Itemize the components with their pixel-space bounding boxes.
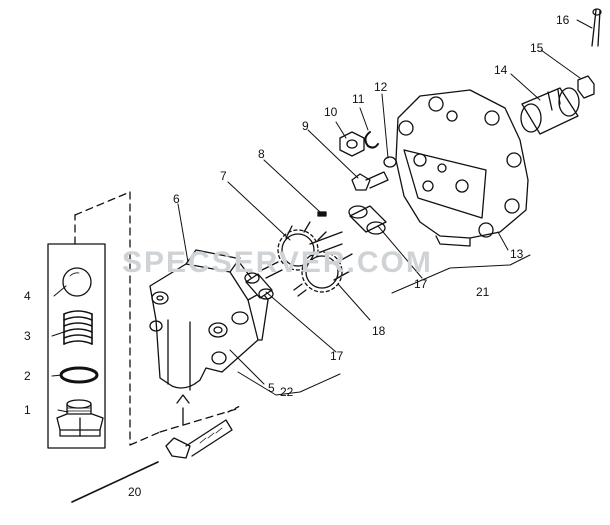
callout-20: 20 xyxy=(128,485,142,499)
callout-3: 3 xyxy=(24,329,31,343)
bushing-part-17-upper xyxy=(348,205,387,235)
callout-9: 9 xyxy=(302,119,309,133)
callout-8: 8 xyxy=(258,147,265,161)
callout-10: 10 xyxy=(324,105,338,119)
washer-part-12 xyxy=(383,156,397,168)
bolt-part-20 xyxy=(71,419,233,503)
callout-21: 21 xyxy=(476,285,490,299)
cotter-pin-part-16 xyxy=(591,8,602,47)
callout-11: 11 xyxy=(352,92,365,106)
callout-15: 15 xyxy=(530,41,544,55)
callout-14: 14 xyxy=(494,63,508,77)
gear-part-18 xyxy=(293,251,353,297)
callout-6: 6 xyxy=(173,192,180,206)
nut-part-15 xyxy=(577,75,595,99)
plug-part-1 xyxy=(56,399,104,437)
callout-17-upper: 17 xyxy=(414,277,428,291)
callout-16: 16 xyxy=(556,13,570,27)
nut-part-10 xyxy=(339,131,365,157)
dashed-frame-left xyxy=(74,191,241,446)
flow-arrow xyxy=(176,394,190,426)
spring-part-3 xyxy=(63,310,93,345)
valve-kit-frame xyxy=(47,243,106,449)
coupling-part-14 xyxy=(520,87,580,135)
ball-part-4 xyxy=(62,267,92,297)
washer-part-11 xyxy=(364,131,379,149)
watermark-text: SPECSERVER.COM xyxy=(122,246,433,279)
group-bracket-22 xyxy=(237,371,341,396)
leader-lines xyxy=(51,19,593,413)
bolt-leader-dashed xyxy=(227,405,241,413)
gear-part-7 xyxy=(261,221,343,279)
key-part-8 xyxy=(317,211,327,217)
callout-22: 22 xyxy=(280,385,294,399)
callout-2: 2 xyxy=(24,369,31,383)
callout-5: 5 xyxy=(268,381,275,395)
callout-7: 7 xyxy=(220,169,227,183)
group-bracket-21 xyxy=(391,254,531,294)
callout-4: 4 xyxy=(24,289,31,303)
o-ring-part-2 xyxy=(59,366,99,384)
callout-12: 12 xyxy=(374,80,388,94)
pump-body-part-13 xyxy=(395,89,529,247)
callout-1: 1 xyxy=(24,403,31,417)
bolt-part-9 xyxy=(351,171,389,191)
callout-18: 18 xyxy=(372,324,386,338)
callout-17-lower: 17 xyxy=(330,349,344,363)
callout-13: 13 xyxy=(510,247,524,261)
